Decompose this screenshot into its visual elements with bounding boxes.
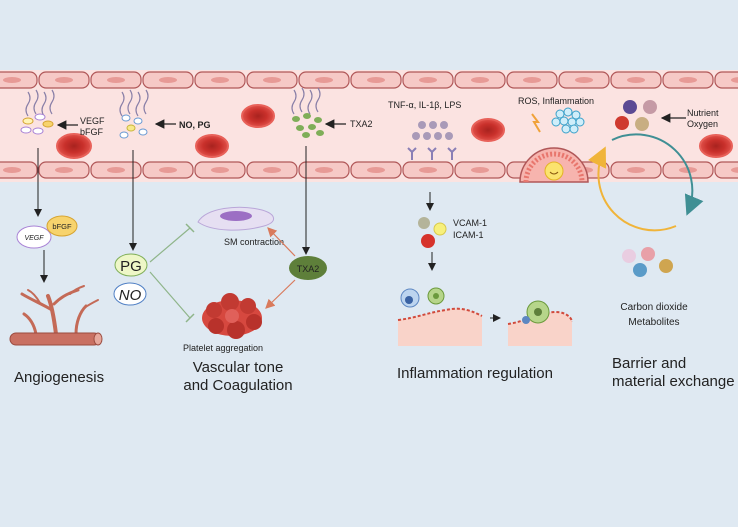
angiogenesis-title: Angiogenesis [14, 369, 104, 386]
sm-contraction-label: SM contraction [224, 237, 284, 247]
no-badge-label: NO [119, 287, 142, 304]
endothelial-cell [714, 161, 738, 179]
waste-particles-icon [622, 247, 673, 277]
inflammation-title: Inflammation regulation [397, 365, 553, 382]
endothelial-nucleus [627, 167, 645, 173]
vcam-label: VCAM-1 [453, 218, 487, 228]
endothelial-nucleus [731, 77, 738, 83]
red-blood-cell-icon [56, 133, 92, 159]
vascular-tone-title-2: and Coagulation [183, 377, 292, 394]
exchange-in-arrow [588, 146, 677, 232]
endothelial-cell [714, 71, 738, 89]
co2-label: Carbon dioxide [620, 302, 688, 313]
receptor-icon [407, 147, 457, 160]
vegf-label: VEGF [80, 116, 105, 126]
cytokines-label: TNF-α, IL-1β, LPS [388, 100, 461, 110]
pg-badge [114, 253, 148, 277]
endothelial-nucleus [315, 77, 333, 83]
ros-cluster-icon [551, 107, 585, 134]
lightning-icon [531, 113, 541, 133]
metabolites-label: Metabolites [628, 317, 679, 328]
endothelium-bottom [0, 161, 738, 179]
endothelial-nucleus [159, 167, 177, 173]
endothelial-nucleus [3, 77, 21, 83]
red-blood-cell-icon [195, 134, 229, 158]
cytokine-cluster-icon [412, 121, 453, 140]
endothelial-nucleus [211, 167, 229, 173]
glycocalyx-left [25, 87, 321, 117]
red-blood-cell-icon [241, 104, 275, 128]
txa2-badge [289, 256, 327, 280]
endothelial-nucleus [367, 167, 385, 173]
exchange-out-arrow [611, 133, 704, 216]
ros-label: ROS, Inflammation [518, 96, 594, 106]
platelet-aggregate-icon [202, 293, 262, 339]
txa2-vessel-label: TXA2 [350, 119, 373, 129]
nutrient-label: Nutrient [687, 108, 719, 118]
platelet-aggregation-label: Platelet aggregation [183, 343, 263, 353]
endothelial-nucleus [55, 167, 73, 173]
endothelial-nucleus [263, 77, 281, 83]
vessel-segment-icon [9, 332, 101, 346]
endothelium-top [0, 71, 738, 89]
vegf-badge-label: VEGF [24, 235, 44, 242]
endothelial-nucleus [471, 77, 489, 83]
oxygen-label: Oxygen [687, 119, 718, 129]
icam-label: ICAM-1 [453, 230, 484, 240]
vegf-badge [16, 225, 52, 249]
endothelial-nucleus [3, 167, 21, 173]
red-blood-cell-icon [471, 118, 505, 142]
endothelial-nucleus [627, 77, 645, 83]
endothelial-nucleus [107, 167, 125, 173]
endothelial-nucleus [315, 167, 333, 173]
no-pg-granules-icon [119, 114, 148, 139]
endothelium-segment-icon [398, 308, 482, 346]
red-blood-cell-icon [699, 134, 733, 158]
endothelial-nucleus [523, 77, 541, 83]
endothelial-nucleus [575, 77, 593, 83]
endothelial-nucleus [211, 77, 229, 83]
endothelial-nucleus [159, 77, 177, 83]
txa2-granules-icon [292, 113, 324, 138]
no-pg-label: NO, PG [179, 120, 211, 130]
endothelial-nucleus [367, 77, 385, 83]
bfgf-label: bFGF [80, 127, 104, 137]
endothelial-nucleus [731, 167, 738, 173]
pg-badge-label: PG [120, 258, 142, 275]
endothelial-nucleus [55, 77, 73, 83]
endothelial-nucleus [419, 167, 437, 173]
endothelial-nucleus [679, 77, 697, 83]
endothelial-nucleus [419, 77, 437, 83]
no-badge [113, 282, 147, 306]
angiogenesis-sprouts-icon [20, 285, 99, 336]
txa2-badge-label: TXA2 [297, 264, 320, 274]
bfgf-badge-label: bFGF [52, 222, 72, 231]
vascular-tone-title-1: Vascular tone [193, 359, 284, 376]
adhesion-molecule-icon [418, 217, 430, 229]
bfgf-badge [46, 215, 78, 237]
exchange-title-1: Barrier and [612, 355, 686, 372]
exchange-title-2: material exchange [612, 373, 735, 390]
endothelial-nucleus [471, 167, 489, 173]
endothelial-nucleus [263, 167, 281, 173]
sun-face-icon [544, 161, 564, 181]
red-blood-cells [56, 104, 733, 159]
endothelial-nucleus [107, 77, 125, 83]
growth-factor-granules-icon [20, 113, 54, 135]
nutrient-oxygen-icon [615, 100, 657, 131]
